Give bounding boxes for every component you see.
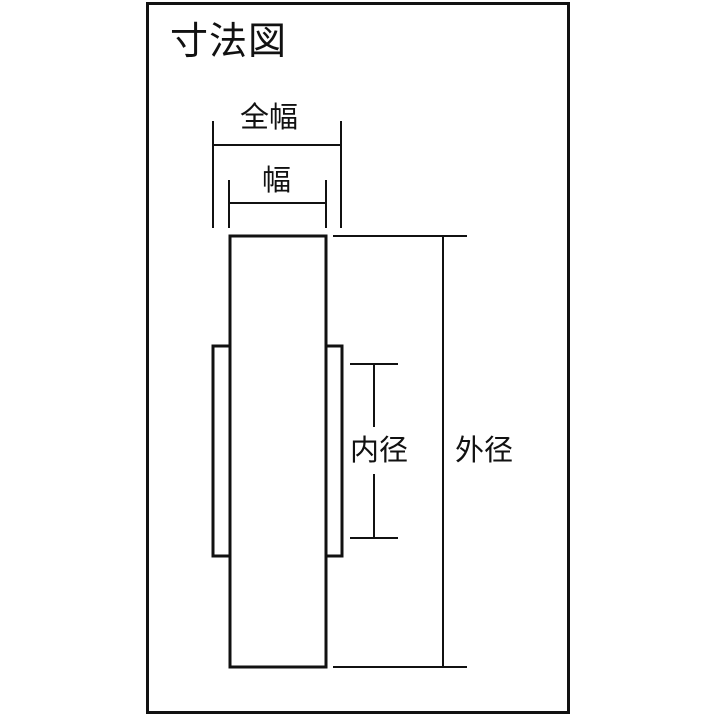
diagram-title: 寸法図	[170, 19, 288, 63]
wheel-body	[228, 234, 328, 669]
outer-diameter-label: 外径	[455, 433, 514, 467]
overall-width-label: 全幅	[240, 100, 299, 134]
inner-diameter-label: 内径	[350, 433, 409, 467]
hub-left	[211, 344, 232, 558]
width-label: 幅	[262, 163, 292, 197]
hub-right	[324, 344, 344, 558]
